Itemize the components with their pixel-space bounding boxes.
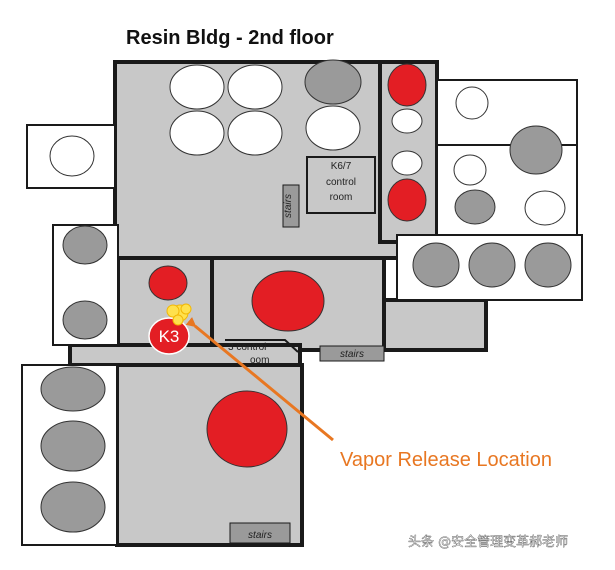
tank-white xyxy=(227,64,283,110)
k3-tank xyxy=(148,317,190,355)
control-room-partial-label-2: oom xyxy=(250,355,269,366)
tank-white xyxy=(391,108,423,134)
stairs-middle xyxy=(319,345,385,362)
tank-white xyxy=(227,110,283,156)
vapor-release-marker xyxy=(166,303,192,326)
stairs-bottom xyxy=(229,522,291,544)
control-room-label-2: control xyxy=(326,177,356,188)
tank-red xyxy=(387,178,427,222)
tank-gray xyxy=(468,242,516,288)
tank-gray xyxy=(412,242,460,288)
tank-gray xyxy=(40,481,106,533)
tank-white xyxy=(453,154,487,186)
tank-gray xyxy=(524,242,572,288)
stairs-middle-label: stairs xyxy=(340,349,364,360)
tank-gray xyxy=(62,300,108,340)
control-room-label-3: room xyxy=(330,192,353,203)
room-middle-right xyxy=(382,298,488,352)
k67-control-room xyxy=(306,156,376,214)
control-room-partial-label-1: 3 control xyxy=(228,342,266,353)
k3-label: K3 xyxy=(159,327,180,346)
tank-white xyxy=(391,150,423,176)
stairs-vertical xyxy=(282,184,300,228)
tank-white xyxy=(169,110,225,156)
control-room-partial-wall xyxy=(225,339,299,353)
rooms xyxy=(68,60,488,547)
tank-white xyxy=(169,64,225,110)
tank-red xyxy=(251,270,325,332)
callout-arrow xyxy=(185,317,334,442)
vapor-release-label: Vapor Release Location xyxy=(340,449,552,471)
watermark: 头条 @安全管理变革郝老师 xyxy=(408,534,568,550)
stairs-bottom-label: stairs xyxy=(248,530,272,541)
tank-gray xyxy=(454,189,496,225)
tank-gray xyxy=(40,366,106,412)
control-room-label-1: K6/7 xyxy=(331,161,352,172)
tank-white xyxy=(524,190,566,226)
tank-red xyxy=(387,63,427,107)
floor-plan-title: Resin Bldg - 2nd floor xyxy=(126,27,334,49)
tank-white xyxy=(49,135,95,177)
tank-gray xyxy=(304,59,362,105)
tank-gray xyxy=(509,125,563,175)
tank-white xyxy=(305,105,361,151)
tanks xyxy=(40,59,572,533)
tank-red xyxy=(206,390,288,468)
tank-gray xyxy=(40,420,106,472)
tank-white xyxy=(455,86,489,120)
tank-red xyxy=(148,265,188,301)
stairs-vertical-label: stairs xyxy=(283,194,294,218)
tank-gray xyxy=(62,225,108,265)
